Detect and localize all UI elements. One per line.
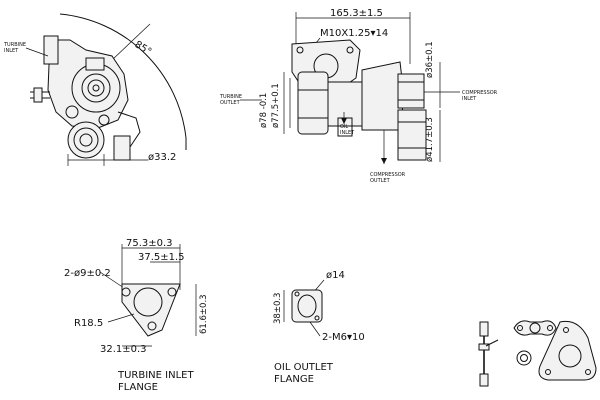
flange-radius-label: R18.5 — [74, 318, 103, 329]
compressor-outlet-core — [79, 133, 93, 147]
compressor-outlet-label-1: COMPRESSOR — [370, 172, 406, 178]
oil-flange-body — [291, 289, 323, 323]
radius-leader — [111, 23, 151, 61]
oil-dia-label: ø14 — [326, 270, 345, 281]
shaft-bore — [87, 79, 105, 97]
compressor-inlet-tube — [397, 73, 425, 109]
inner-scroll — [81, 73, 111, 103]
turbine-gasket — [538, 320, 597, 381]
turbine-inlet-label-2: INLET — [4, 48, 19, 54]
oil-gasket-hole-1 — [517, 325, 523, 331]
turbine-gasket-hole-3 — [585, 369, 591, 375]
bolt-hole-1 — [65, 105, 79, 119]
oil-gasket-port — [529, 322, 541, 334]
turbine-outlet-label-2: OUTLET — [220, 100, 241, 106]
oil-height-label: 38±0.3 — [273, 293, 283, 324]
turbine-outlet-body — [297, 71, 329, 135]
oil-flange-port — [297, 294, 317, 318]
turbine-inlet-leader — [25, 47, 49, 57]
flange-holes-leader — [99, 271, 125, 289]
oil-inlet-label-2: INLET — [340, 130, 355, 136]
turbine-gasket-hole-2 — [545, 369, 551, 375]
thread-label: M10X1.25▾14 — [320, 28, 388, 39]
oil-pipe-fitting-bottom — [479, 373, 489, 387]
compressor-outlet-arrowhead — [381, 158, 387, 164]
diameter-label: ø33.2 — [148, 152, 176, 163]
oil-bolts-leader — [309, 321, 321, 337]
dia-77-label: ø77.5+0.1 — [271, 83, 281, 128]
turbine-flange-caption-1: TURBINE INLET — [117, 370, 194, 381]
flange-height-label: 61.6±0.3 — [199, 294, 209, 334]
oil-gasket-hole-2 — [547, 325, 553, 331]
turbine-outlet-label-1: TURBINE — [219, 94, 242, 100]
oil-bolts-label: 2-M6▾10 — [322, 332, 365, 343]
length-label: 165.3±1.5 — [330, 8, 383, 19]
washer-outer — [516, 350, 532, 366]
turbine-housing — [47, 39, 129, 129]
oil-fitting — [33, 87, 43, 103]
compressor-inlet-label-2: INLET — [462, 96, 477, 102]
flange-radius-leader — [107, 313, 135, 323]
outlet-port — [85, 57, 105, 71]
oil-flange-bolt-2 — [314, 315, 320, 321]
oil-flange-caption-2: FLANGE — [274, 374, 314, 385]
turbine-flange-body — [121, 283, 181, 337]
side-view: 85° ø33.2 TURBINE INLET — [3, 13, 187, 166]
turbine-inlet-label-1: TURBINE — [3, 42, 26, 48]
bolt-hole-2 — [98, 114, 110, 126]
turbine-flange-caption-2: FLANGE — [118, 382, 158, 393]
compressor-outlet-label-2: OUTLET — [370, 178, 391, 184]
compressor-inlet-label-1: COMPRESSOR — [462, 90, 498, 96]
dia-78-label: ø78 -0.1 — [259, 93, 269, 128]
top-view: 165.3±1.5 M10X1.25▾14 ø78 -0.1 ø77.5+0.1… — [219, 8, 498, 184]
washer-inner — [520, 354, 528, 362]
oil-pipe-fitting-top — [479, 321, 489, 337]
flange-bottom-label: 32.1±0.3 — [100, 344, 147, 355]
oil-inlet-label-1: OIL — [340, 124, 348, 130]
housing-arc — [59, 13, 187, 139]
oil-outlet-flange-view: ø14 38±0.3 2-M6▾10 OIL OUTLET FLANGE — [273, 270, 365, 385]
flange-offset-label: 37.5±1.5 — [138, 252, 185, 263]
oil-flange-bolt-1 — [294, 291, 300, 297]
oil-inlet-arrowhead — [341, 118, 347, 124]
turbine-flange-port — [133, 287, 163, 317]
oil-flange-caption-1: OIL OUTLET — [274, 362, 334, 373]
turbine-gasket-port — [558, 344, 582, 368]
turbine-gasket-hole-1 — [563, 327, 569, 333]
radius-label: 85° — [132, 39, 153, 58]
turbine-flange-hole-1 — [121, 287, 131, 297]
turbine-inlet-flange-view: 75.3±0.3 37.5±1.5 2-ø9±0.2 R18.5 61.6±0.… — [64, 238, 209, 393]
flange-width-label: 75.3±0.3 — [126, 238, 173, 249]
top-flange-hole-2 — [346, 46, 354, 54]
compressor-outlet-inner — [73, 127, 99, 153]
turbine-flange-hole-2 — [167, 287, 177, 297]
accessories-view — [478, 320, 597, 387]
actuator-body — [113, 135, 131, 161]
oil-pipe-branch — [485, 339, 499, 347]
turbine-flange-hole-3 — [147, 321, 157, 331]
compressor-outlet-tube — [397, 109, 427, 161]
oil-gasket — [513, 320, 557, 336]
oil-pipe-nut — [478, 343, 490, 351]
compressor-outlet — [67, 121, 105, 159]
inlet-flange — [43, 35, 59, 65]
dia-36-label: ø36±0.1 — [425, 41, 435, 78]
dia-41-label: ø41.7±0.3 — [425, 117, 435, 162]
flange-holes-label: 2-ø9±0.2 — [64, 268, 111, 279]
shaft-center — [92, 84, 100, 92]
top-flange-hole-1 — [296, 46, 304, 54]
